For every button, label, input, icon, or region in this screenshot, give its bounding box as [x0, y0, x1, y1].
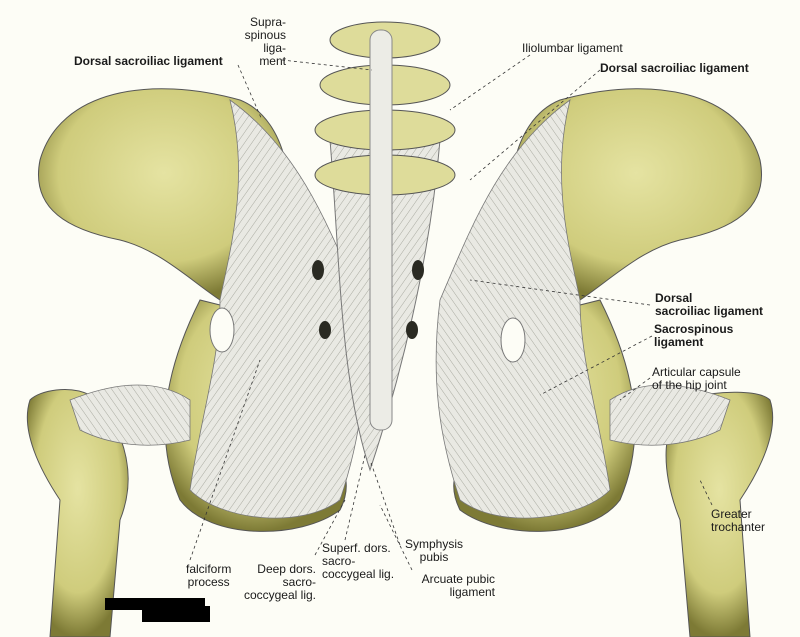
label-line: of the hip joint: [652, 378, 727, 392]
label-line: Greater: [711, 507, 752, 521]
label-line: sacro-: [282, 575, 316, 589]
label-iliolumbar-ligament: Iliolumbar ligament: [522, 41, 623, 55]
label-line: ligament: [654, 335, 704, 349]
label-supraspinous-ligament: Supra- spinous liga- ment: [236, 16, 286, 68]
label-line: coccygeal lig.: [243, 588, 316, 602]
label-line: sacro-: [322, 554, 356, 568]
label-dorsal-sacroiliac-right-top: Dorsal sacroiliac ligament: [600, 61, 749, 75]
label-line: Deep dors.: [257, 562, 316, 576]
label-line: coccygeal lig.: [322, 567, 395, 581]
label-line: trochanter: [711, 520, 766, 534]
hip-capsule-left: [69, 384, 191, 446]
label-line: Symphysis: [405, 537, 464, 551]
label-line: Arcuate pubic: [421, 572, 495, 586]
right-femur: [665, 391, 774, 637]
label-line: ment: [259, 54, 286, 68]
label-superficial-dorsal-sacrococcygeal: Superf. dors. sacro- coccygeal lig.: [322, 542, 394, 581]
label-symphysis-pubis: Symphysis pubis: [405, 538, 463, 564]
label-dorsal-sacroiliac-left: Dorsal sacroiliac ligament: [74, 54, 223, 68]
label-line: liga-: [263, 41, 286, 55]
label-line: Sacrospinous: [654, 322, 734, 336]
supraspinous-ligament: [369, 29, 393, 431]
label-line: Supra-: [249, 15, 286, 29]
label-deep-dorsal-sacrococcygeal: Deep dors. sacro- coccygeal lig.: [234, 563, 316, 602]
redaction-block: [142, 606, 210, 622]
label-line: ligament: [449, 585, 495, 599]
left-femur: [26, 389, 129, 637]
label-sacrospinous-ligament: Sacrospinous ligament: [654, 323, 733, 349]
label-line: Articular capsule: [652, 365, 741, 379]
label-line: spinous: [244, 28, 286, 42]
label-greater-trochanter: Greater trochanter: [711, 508, 765, 534]
label-line: pubis: [419, 550, 449, 564]
label-line: process: [187, 575, 230, 589]
hip-capsule-right: [609, 384, 731, 446]
label-line: falciform: [186, 562, 232, 576]
label-line: Superf. dors.: [322, 541, 391, 555]
label-line: Dorsal: [655, 291, 693, 305]
ligaments-right: [435, 99, 611, 519]
label-falciform-process: falciform process: [186, 563, 231, 589]
label-arcuate-pubic-ligament: Arcuate pubic ligament: [410, 573, 495, 599]
label-articular-capsule: Articular capsule of the hip joint: [652, 366, 741, 392]
label-dorsal-sacroiliac-right-mid: Dorsal sacroiliac ligament: [655, 292, 763, 318]
label-line: sacroiliac ligament: [655, 304, 764, 318]
